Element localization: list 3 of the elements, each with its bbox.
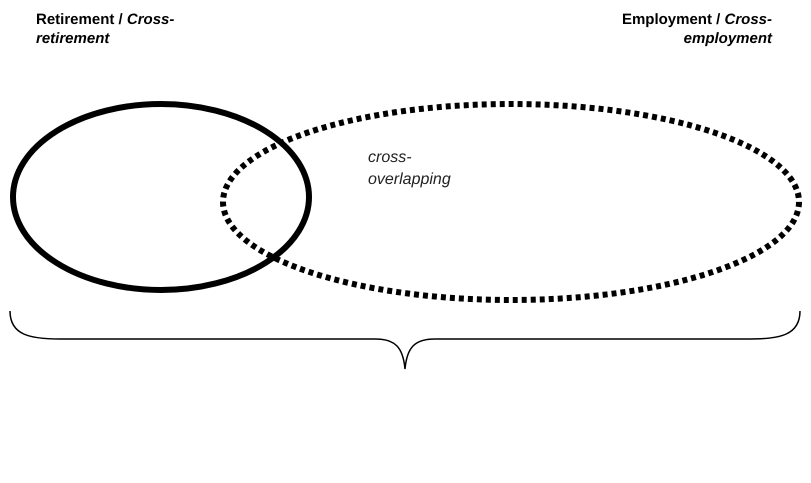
overlap-label: cross-overlapping bbox=[368, 148, 452, 190]
set-heading: Retirement / Cross-retirement bbox=[36, 10, 176, 48]
set-heading: Employment / Cross-employment bbox=[620, 10, 772, 48]
